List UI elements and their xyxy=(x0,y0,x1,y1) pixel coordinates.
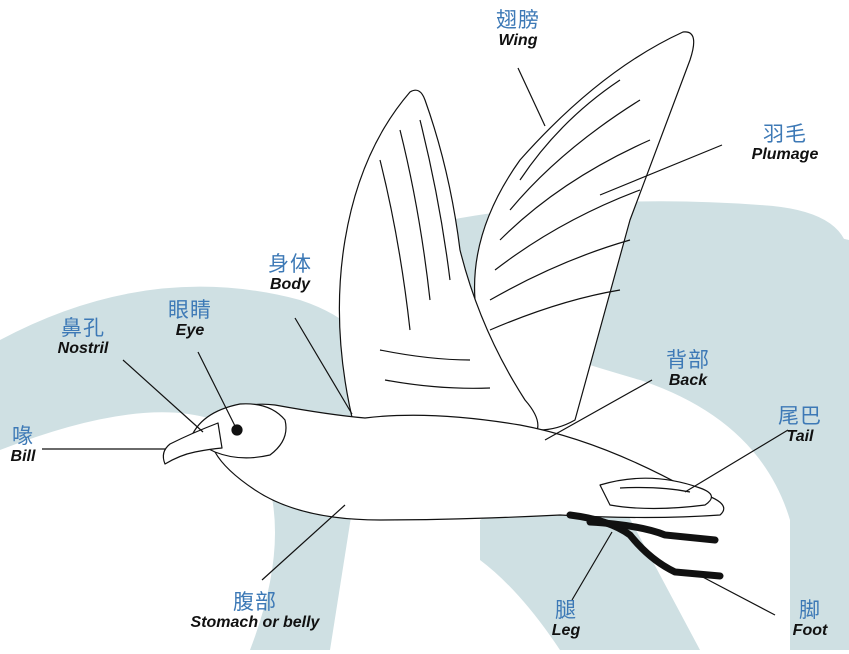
label-nostril-en: Nostril xyxy=(38,340,128,358)
label-eye: 眼睛 Eye xyxy=(150,298,230,341)
leader-line-wing xyxy=(518,68,545,126)
label-plumage: 羽毛 Plumage xyxy=(735,122,835,165)
label-foot-zh: 脚 xyxy=(775,598,845,622)
label-bill-en: Bill xyxy=(0,448,46,466)
bird-eye xyxy=(232,425,242,435)
label-foot-en: Foot xyxy=(775,622,845,640)
label-stomach-en: Stomach or belly xyxy=(170,614,340,632)
label-bill-zh: 喙 xyxy=(0,424,46,448)
label-leg: 腿 Leg xyxy=(536,598,596,641)
label-leg-en: Leg xyxy=(536,622,596,640)
label-stomach: 腹部 Stomach or belly xyxy=(170,590,340,633)
label-plumage-zh: 羽毛 xyxy=(735,122,835,146)
label-back-zh: 背部 xyxy=(648,348,728,372)
label-tail: 尾巴 Tail xyxy=(760,404,840,447)
label-plumage-en: Plumage xyxy=(735,146,835,164)
label-eye-en: Eye xyxy=(150,322,230,340)
label-nostril-zh: 鼻孔 xyxy=(38,316,128,340)
label-tail-zh: 尾巴 xyxy=(760,404,840,428)
label-wing-zh: 翅膀 xyxy=(478,8,558,32)
label-tail-en: Tail xyxy=(760,428,840,446)
label-nostril: 鼻孔 Nostril xyxy=(38,316,128,359)
label-wing-en: Wing xyxy=(478,32,558,50)
label-foot: 脚 Foot xyxy=(775,598,845,641)
label-back-en: Back xyxy=(648,372,728,390)
label-eye-zh: 眼睛 xyxy=(150,298,230,322)
label-body-en: Body xyxy=(250,276,330,294)
label-stomach-zh: 腹部 xyxy=(170,590,340,614)
label-bill: 喙 Bill xyxy=(0,424,46,467)
label-body-zh: 身体 xyxy=(250,252,330,276)
label-back: 背部 Back xyxy=(648,348,728,391)
bird-tail xyxy=(600,478,711,508)
bird-bill xyxy=(163,423,222,464)
label-leg-zh: 腿 xyxy=(536,598,596,622)
label-wing: 翅膀 Wing xyxy=(478,8,558,51)
label-body: 身体 Body xyxy=(250,252,330,295)
leader-line-foot xyxy=(695,573,775,615)
